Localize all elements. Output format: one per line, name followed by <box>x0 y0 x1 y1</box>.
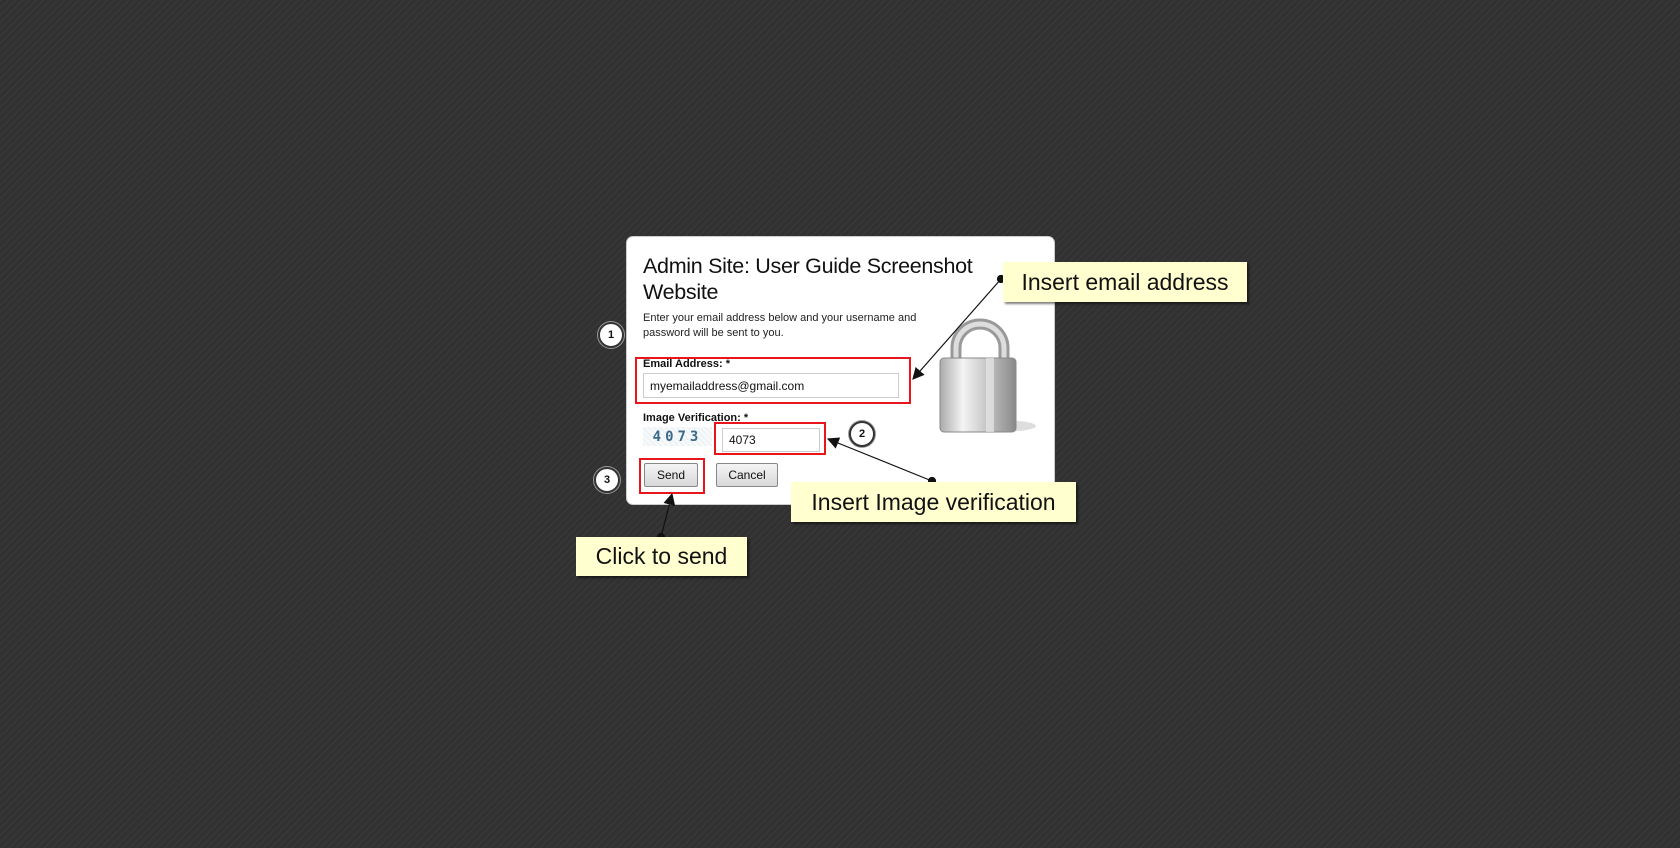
step-3-marker: 3 <box>594 467 620 493</box>
verification-highlight <box>714 422 826 455</box>
verification-label: Image Verification: * <box>643 412 749 424</box>
padlock-icon <box>939 318 1036 433</box>
verification-arrow <box>826 437 933 482</box>
dialog-title: Admin Site: User Guide Screenshot Websit… <box>643 254 973 304</box>
email-label: Email Address: * <box>643 358 731 370</box>
callout-verification: Insert Image verification <box>791 482 1076 522</box>
captcha-image: 4073 <box>643 427 712 446</box>
send-arrow <box>660 492 676 538</box>
send-button[interactable]: Send <box>644 463 698 487</box>
email-highlight <box>635 357 911 404</box>
callout-email: Insert email address <box>1003 262 1247 302</box>
step-1-marker: 1 <box>598 322 624 348</box>
verification-input[interactable]: 4073 <box>722 428 820 452</box>
step-2-marker: 2 <box>849 421 875 447</box>
email-input[interactable]: myemailaddress@gmail.com <box>643 373 899 398</box>
callout-send: Click to send <box>576 537 747 576</box>
dialog-description: Enter your email address below and your … <box>643 312 917 339</box>
cancel-button[interactable]: Cancel <box>716 463 778 487</box>
email-arrow <box>912 278 1002 380</box>
